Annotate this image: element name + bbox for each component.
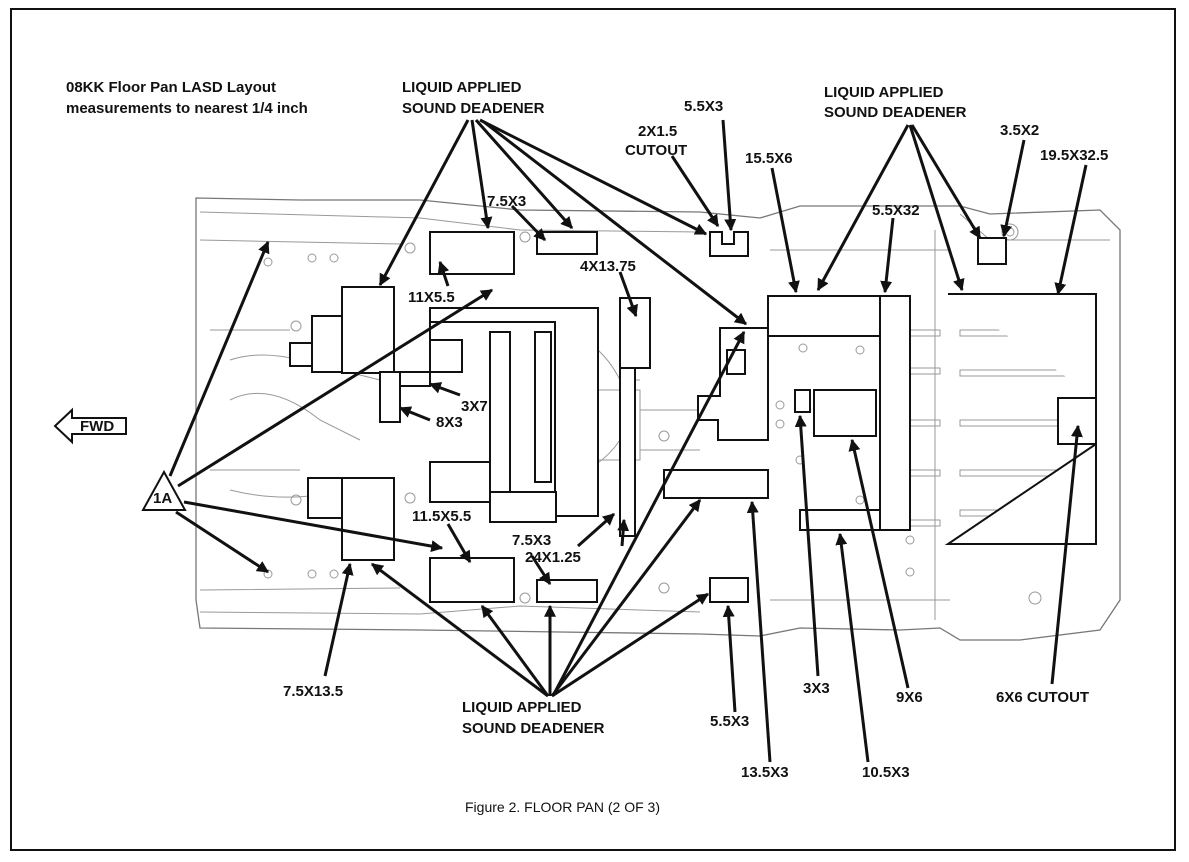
dim-6x6-cutout: 6X6 CUTOUT [996,689,1089,706]
pad-center-bracket [697,327,769,441]
dim-3-5x2: 3.5X2 [1000,122,1039,139]
dim-11x5-5: 11X5.5 [408,289,455,306]
dim-10-5x3: 10.5X3 [862,764,910,781]
lasd-pads-right [663,231,1097,603]
pad-13-5x3 [663,469,769,499]
dim-11-5x5-5: 11.5X5.5 [412,508,471,525]
dim-2x1-5: 2X1.5 [638,123,677,140]
dim-19-5x32-5: 19.5X32.5 [1040,147,1108,164]
pad-3-5x2 [977,237,1007,265]
dim-24x1-25: 24X1.25 [525,549,581,566]
pad-4x13-75 [619,297,651,369]
dim-13-5x3: 13.5X3 [741,764,789,781]
lasd-bottom-line-2: SOUND DEADENER [462,720,605,737]
title-line-2: measurements to nearest 1/4 inch [66,100,308,117]
tunnel-pad [429,307,599,517]
figure-border [10,8,1176,851]
pad-strip-a [489,331,511,503]
lasd-pads-left [289,231,651,603]
pad-left-lower-step [489,491,557,523]
fwd-arrow-icon [53,407,127,445]
pad-5-5x32 [879,295,911,531]
pad-3x3 [794,389,811,413]
pad-left-lower-block [429,461,491,503]
dim-8x3: 8X3 [436,414,463,431]
dim-9x6: 9X6 [896,689,923,706]
dim-7-5x3-top: 7.5X3 [487,193,526,210]
pad-5-5x3-bottom [709,577,749,603]
dim-cutout: CUTOUT [625,142,687,159]
dim-3x7: 3X7 [461,398,488,415]
callout-1a-triangle-icon [141,469,187,511]
pad-strip-b [534,331,552,483]
pad-7-5x3-bottom [536,579,598,603]
dim-5-5x3-top: 5.5X3 [684,98,723,115]
lasd-top-left-line-2: SOUND DEADENER [402,100,545,117]
dim-15-5x6: 15.5X6 [745,150,793,167]
dim-5-5x32: 5.5X32 [872,202,920,219]
dim-7-5x13-5: 7.5X13.5 [283,683,343,700]
pad-9x6 [813,389,877,437]
lasd-top-right-line-2: SOUND DEADENER [824,104,967,121]
pad-left-upper-tab [289,342,313,367]
pad-left-upper [341,286,395,374]
dim-5-5x3-bottom: 5.5X3 [710,713,749,730]
dim-7-5x3-bottom: 7.5X3 [512,532,551,549]
pad-3x7 [399,371,431,387]
lasd-bottom-line-1: LIQUID APPLIED [462,699,582,716]
pad-left-upper-ext [311,315,343,373]
title-line-1: 08KK Floor Pan LASD Layout [66,79,276,96]
pad-10-5x3 [799,509,881,531]
leader-arrows [168,118,1088,763]
pad-11-5x5-5 [429,557,515,603]
dim-4x13-75: 4X13.75 [580,258,636,275]
dim-3x3: 3X3 [803,680,830,697]
pad-7-5x13-5 [341,477,395,561]
pad-8x3 [379,371,401,423]
lasd-top-right-line-1: LIQUID APPLIED [824,84,944,101]
callout-1a: 1A [153,490,172,507]
fwd-label: FWD [80,418,114,435]
lasd-top-left-line-1: LIQUID APPLIED [402,79,522,96]
pad-2x1-5-cutout [709,231,749,257]
pad-7-5x13-5-ext [307,477,343,519]
figure-caption: Figure 2. FLOOR PAN (2 OF 3) [465,799,660,815]
pad-7-5x3-top [536,231,598,255]
